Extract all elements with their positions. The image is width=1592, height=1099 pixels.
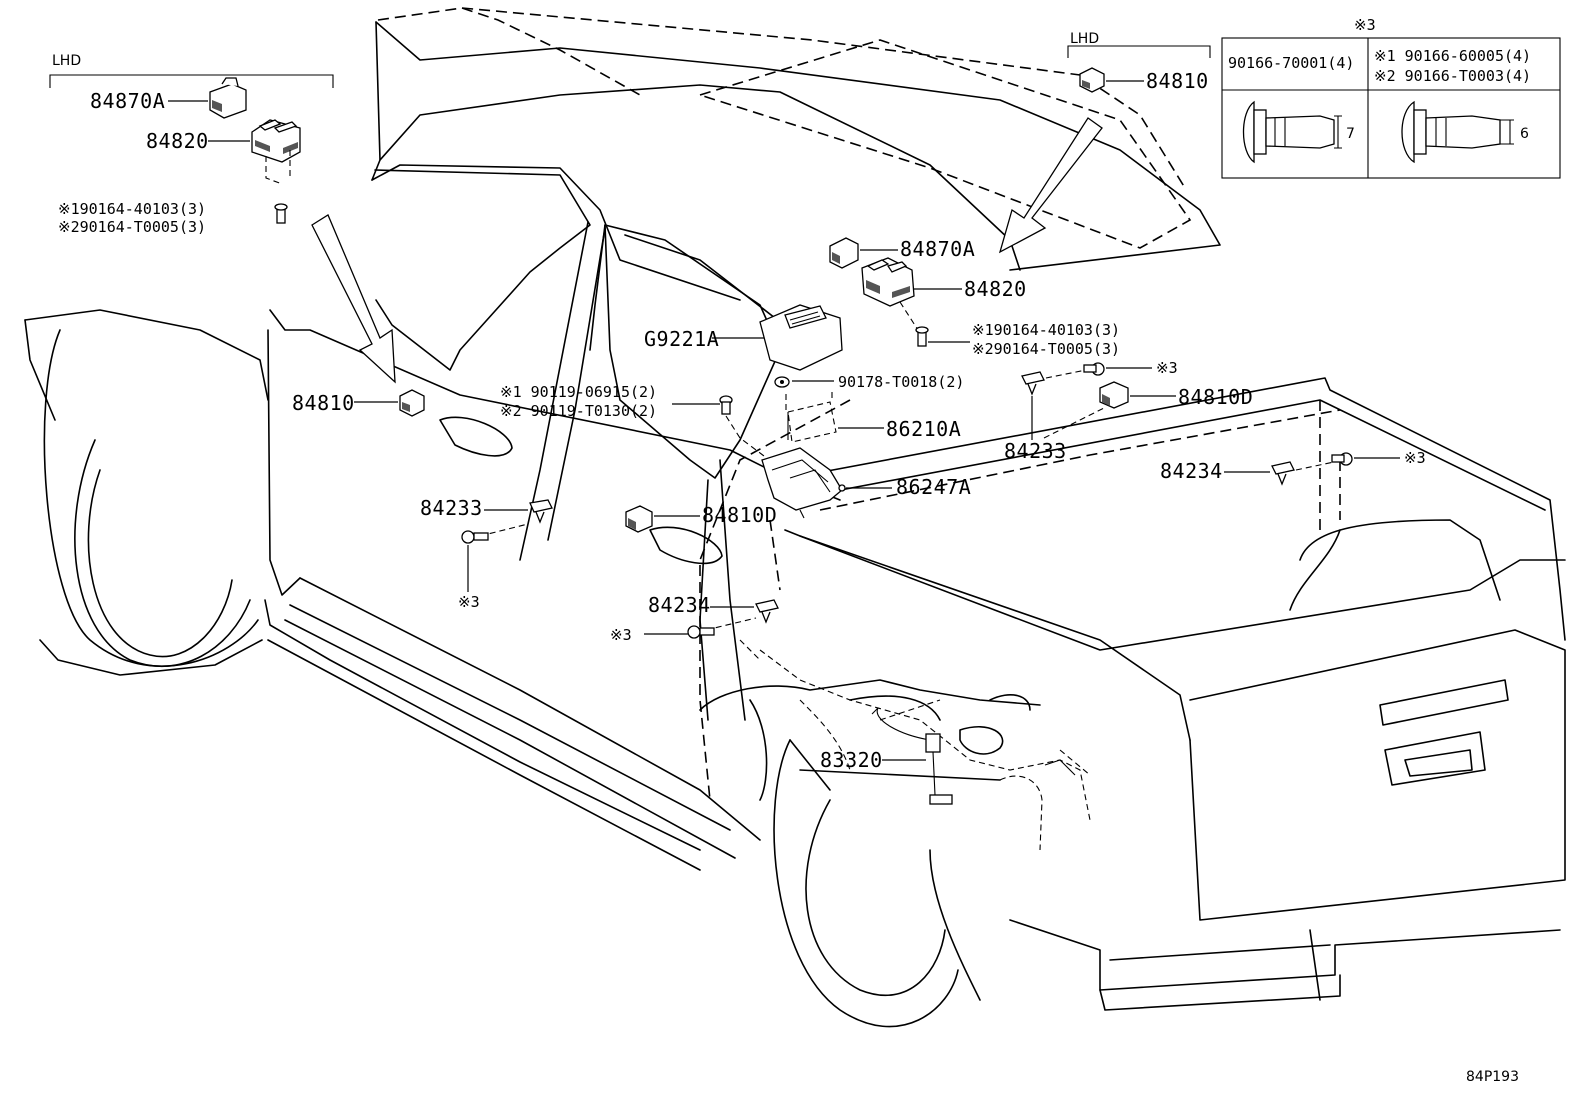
label-screw1-center: ※190164-40103(3) (972, 321, 1120, 339)
lhd-bracket-right: LHD (1067, 31, 1211, 58)
vehicle-outline (24, 7, 1566, 1028)
label-screw2-left: ※290164-T0005(3) (58, 218, 206, 236)
inset-left-dim: 7 (1346, 126, 1355, 142)
label-84810-door: 84810 (292, 391, 355, 415)
inset-right-part2: ※2 90166-T0003(4) (1374, 67, 1531, 85)
label-86210a: 86210A (886, 417, 961, 441)
bolt-icon (687, 625, 715, 639)
label-84234-right: 84234 (1160, 459, 1223, 483)
switch-icon (625, 505, 653, 533)
label-ref3-door-84234: ※3 (610, 626, 632, 644)
label-84233-right: 84233 (1004, 439, 1067, 463)
fuel-sender-icon (871, 707, 953, 805)
inset-title: ※3 (1354, 16, 1376, 34)
label-83320: 83320 (820, 748, 883, 772)
bolt-icon (1083, 362, 1105, 376)
bolt-icon (1331, 452, 1353, 466)
label-screw2-door: ※2 90119-T0130(2) (500, 402, 657, 420)
switch-icon (1099, 381, 1129, 409)
switch-icon (1079, 67, 1105, 93)
bolt-icon (719, 395, 733, 415)
label-84810-right: 84810 (1146, 69, 1209, 93)
label-84810d-right: 84810D (1178, 385, 1253, 409)
inset-right-part1: ※1 90166-60005(4) (1374, 47, 1531, 65)
lhd-bracket-left: LHD (49, 53, 334, 88)
clip-icon (529, 499, 553, 524)
bolt-icon (461, 530, 489, 544)
label-ref3-right-84234: ※3 (1404, 449, 1426, 467)
label-ref3-door: ※3 (458, 593, 480, 611)
arrow-icon (998, 117, 1103, 254)
switch-icon (251, 119, 301, 163)
label-ref3-right: ※3 (1156, 359, 1178, 377)
label-86247a: 86247A (896, 475, 971, 499)
label-84810d-door: 84810D (702, 503, 777, 527)
clip-icon (755, 599, 779, 624)
switch-icon (209, 77, 247, 119)
switch-icon (829, 237, 859, 269)
nut-icon (774, 376, 790, 388)
inset-right-dim: 6 (1520, 126, 1529, 142)
ecu-icon (787, 401, 837, 443)
label-84870a-center: 84870A (900, 237, 975, 261)
label-84820-left: 84820 (146, 129, 209, 153)
inset-table: ※3 90166-70001(4) ※1 90166-60005(4) ※2 9… (1221, 16, 1561, 179)
label-screw1-left: ※190164-40103(3) (58, 200, 206, 218)
arrow-icon (311, 214, 396, 384)
diagram-id: 84P193 (1466, 1069, 1519, 1085)
switch-icon (399, 389, 425, 417)
label-screw1-door: ※1 90119-06915(2) (500, 383, 657, 401)
label-screw2-center: ※290164-T0005(3) (972, 340, 1120, 358)
label-g9221a: G9221A (644, 327, 719, 351)
bracket-icon (761, 447, 846, 519)
cover-icon (759, 304, 843, 371)
clip-icon (1021, 371, 1045, 396)
bolt-icon (274, 203, 288, 224)
inset-left-part: 90166-70001(4) (1228, 54, 1354, 72)
label-84234-door: 84234 (648, 593, 711, 617)
clip-icon (1271, 461, 1295, 486)
label-84820-center: 84820 (964, 277, 1027, 301)
label-84233-door: 84233 (420, 496, 483, 520)
clip-icon (1242, 100, 1335, 164)
lhd-tag-right: LHD (1070, 31, 1099, 47)
bolt-icon (915, 326, 929, 347)
label-nut: 90178-T0018(2) (838, 373, 964, 391)
switch-icon (861, 257, 915, 307)
label-84870a-left: 84870A (90, 89, 165, 113)
lhd-tag-left: LHD (52, 53, 81, 69)
clip-icon (1401, 100, 1501, 164)
